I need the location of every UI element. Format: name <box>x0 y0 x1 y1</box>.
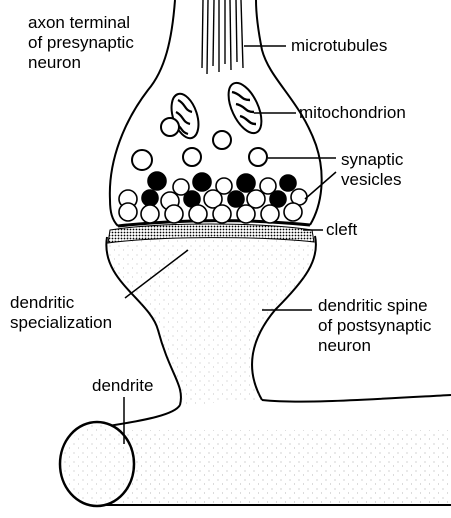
cleft-label: cleft <box>326 220 357 240</box>
axon-terminal-label-line-3: neuron <box>28 53 134 73</box>
dendritic-specialization-label: dendritic specialization <box>10 293 112 333</box>
dendrite-label: dendrite <box>92 376 153 396</box>
dendritic-spine-label-line-2: of postsynaptic <box>318 316 431 336</box>
dendritic-specialization-label-line-1: dendritic <box>10 293 112 313</box>
microtubules-label: microtubules <box>291 36 387 56</box>
dendritic-spine-label-line-1: dendritic spine <box>318 296 431 316</box>
mitochondrion-label: mitochondrion <box>299 103 406 123</box>
axon-terminal-label: axon terminal of presynaptic neuron <box>28 13 134 73</box>
synaptic-vesicles-label-line-1: synaptic <box>341 150 403 170</box>
synaptic-vesicles-label-line-2: vesicles <box>341 170 403 190</box>
axon-terminal-label-line-2: of presynaptic <box>28 33 134 53</box>
synaptic-vesicles-label: synaptic vesicles <box>341 150 403 190</box>
dendrite-shaft <box>60 395 451 506</box>
dendritic-spine-label-line-3: neuron <box>318 336 431 356</box>
dendritic-specialization-label-line-2: specialization <box>10 313 112 333</box>
dendritic-spine-label: dendritic spine of postsynaptic neuron <box>318 296 431 356</box>
axon-terminal-label-line-1: axon terminal <box>28 13 134 33</box>
